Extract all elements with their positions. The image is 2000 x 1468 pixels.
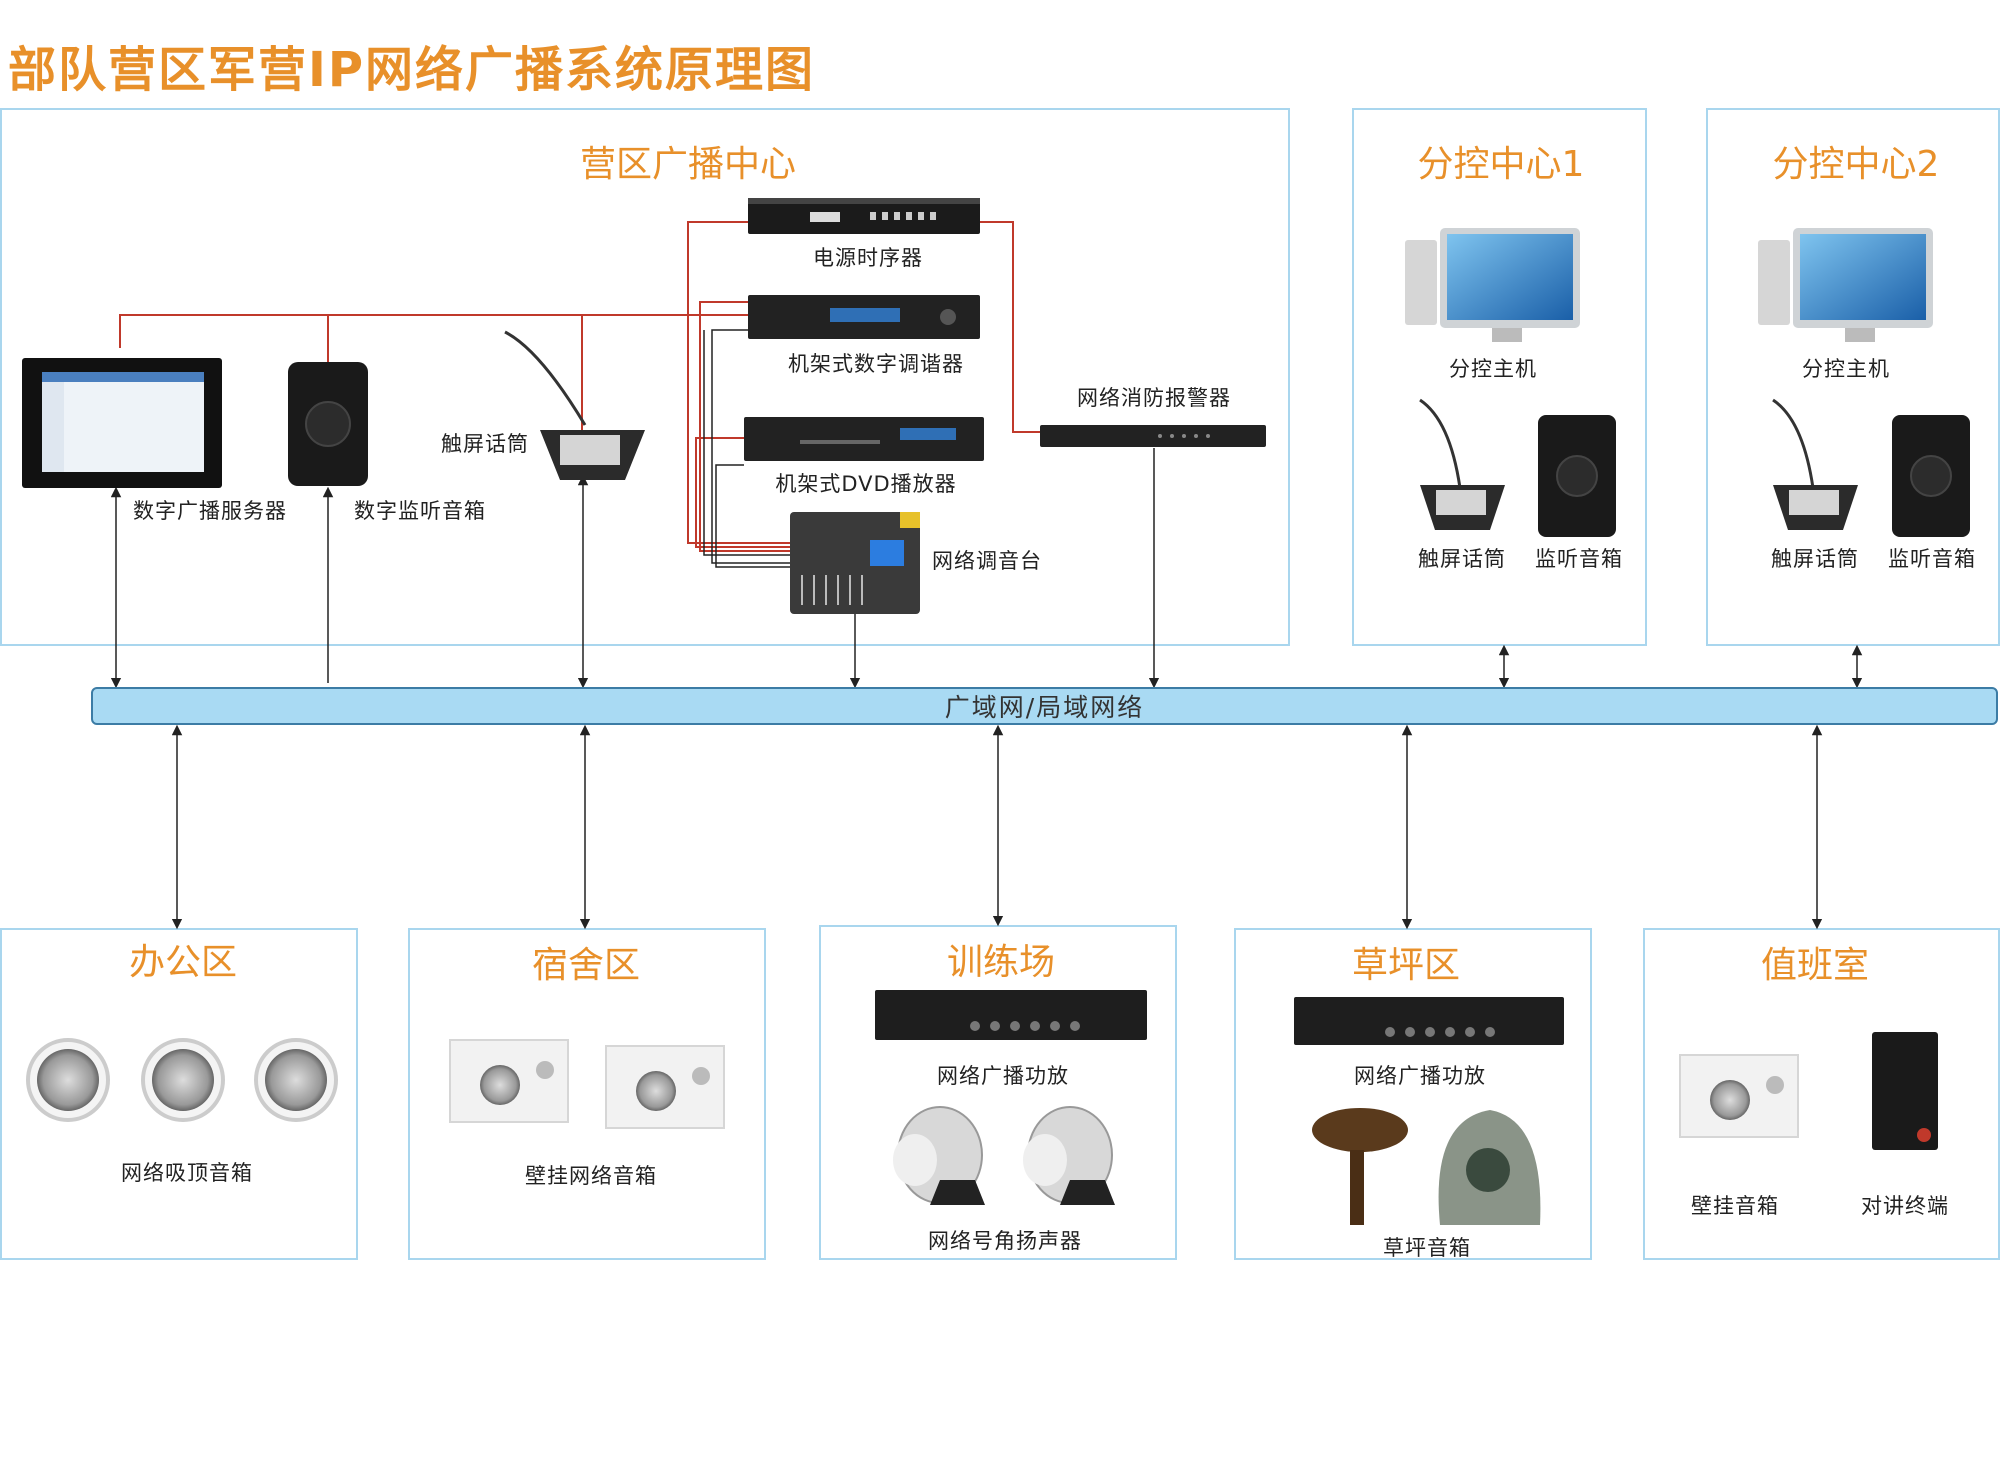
sub-center-1-mic-label: 触屏话筒 — [1418, 547, 1506, 571]
mixer-device — [790, 512, 920, 614]
power-sequencer-device — [748, 198, 980, 234]
sub-center-2-mic-label: 触屏话筒 — [1771, 547, 1859, 571]
zone-dorm-title: 宿舍区 — [531, 945, 641, 986]
zone-office-device-label: 网络吸顶音箱 — [121, 1161, 253, 1185]
zone-training-panel — [819, 925, 1177, 1260]
zone-training-title: 训练场 — [946, 942, 1056, 983]
monitor-speaker-label: 数字监听音箱 — [354, 499, 486, 523]
sub-center-2-speaker-label: 监听音箱 — [1888, 547, 1976, 571]
dvd-device — [744, 417, 984, 461]
page-title: 部队营区军营IP网络广播系统原理图 — [8, 42, 816, 98]
zone-lawn-title: 草坪区 — [1351, 945, 1461, 986]
tuner-label: 机架式数字调谐器 — [788, 352, 964, 376]
lawn-devices — [1294, 997, 1564, 1225]
sub-center-2-devices — [1758, 228, 1970, 537]
dvd-label: 机架式DVD播放器 — [775, 472, 957, 496]
office-ceiling-speakers — [26, 1038, 338, 1122]
touch-mic-label: 触屏话筒 — [441, 432, 529, 456]
power-sequencer-label: 电源时序器 — [813, 246, 923, 270]
sub-center-2-host-label: 分控主机 — [1802, 357, 1890, 381]
training-devices — [875, 990, 1147, 1205]
touch-mic-device — [504, 330, 645, 480]
network-bus-label: 广域网/局域网络 — [944, 693, 1145, 722]
zone-training-amp-label: 网络广播功放 — [937, 1064, 1069, 1088]
center-title: 营区广播中心 — [579, 144, 797, 185]
sub-center-2-title: 分控中心2 — [1772, 144, 1940, 185]
zone-lawn-amp-label: 网络广播功放 — [1354, 1064, 1486, 1088]
zone-training-horn-label: 网络号角扬声器 — [928, 1229, 1082, 1253]
sub-center-1-title: 分控中心1 — [1417, 144, 1585, 185]
zone-duty-intercom-label: 对讲终端 — [1861, 1194, 1949, 1218]
sub-center-1-speaker-label: 监听音箱 — [1535, 547, 1623, 571]
tuner-device — [748, 295, 980, 339]
fire-alarm-device — [1040, 425, 1266, 447]
server-label: 数字广播服务器 — [133, 499, 287, 523]
duty-devices — [1679, 1032, 1938, 1150]
sub-center-1-devices — [1405, 228, 1616, 537]
zone-duty-speaker-label: 壁挂音箱 — [1691, 1194, 1779, 1218]
zone-office-title: 办公区 — [128, 942, 238, 983]
sub-center-1-host-label: 分控主机 — [1449, 357, 1537, 381]
zone-dorm-device-label: 壁挂网络音箱 — [525, 1164, 657, 1188]
monitor-speaker-device — [288, 362, 368, 486]
zone-lawn-speaker-label: 草坪音箱 — [1383, 1236, 1471, 1260]
network-bus: 广域网/局域网络 — [91, 687, 1998, 725]
zone-duty-title: 值班室 — [1760, 945, 1870, 986]
server-device — [22, 358, 222, 488]
mixer-label: 网络调音台 — [932, 549, 1042, 573]
sub-center-2-panel — [1706, 108, 2000, 646]
fire-alarm-label: 网络消防报警器 — [1077, 386, 1231, 410]
dorm-wall-speakers — [449, 1039, 725, 1129]
